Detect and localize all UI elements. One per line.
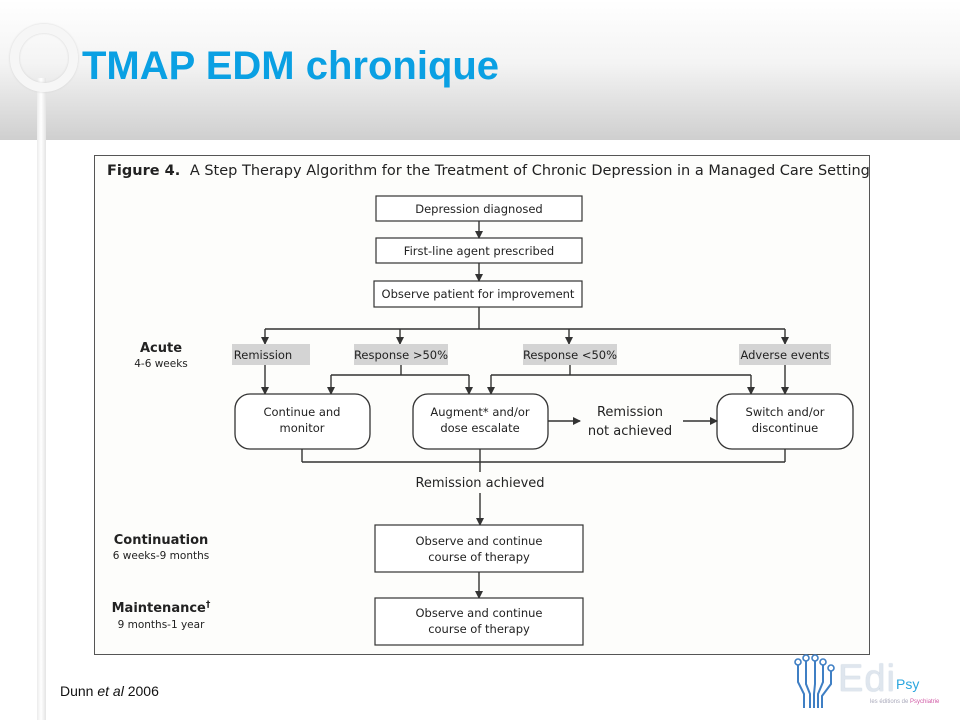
edipsy-logo: Edi Psy les éditions de Psychiatrie <box>790 652 950 712</box>
action-continue-line1: Continue and <box>263 405 340 419</box>
citation: Dunn et al 2006 <box>60 683 159 699</box>
logo-psy-text: Psy <box>896 676 920 692</box>
phase-continuation-label: Continuation <box>114 533 209 548</box>
citation-etal: et al <box>97 683 124 699</box>
decorative-vertical-line <box>37 78 46 720</box>
step-observe-text: Observe patient for improvement <box>382 287 575 301</box>
remission-not-achieved-line2: not achieved <box>588 424 672 439</box>
action-continue-line2: monitor <box>280 421 325 435</box>
phase-continuation-duration: 6 weeks-9 months <box>113 550 209 562</box>
outcome-remission-text: Remission <box>234 348 292 362</box>
phase-maintenance-label: Maintenance† <box>112 600 211 616</box>
outcome-response-lt50-text: Response <50% <box>523 348 617 362</box>
figure-label: Figure 4. <box>107 163 180 179</box>
flowchart-figure: Figure 4. A Step Therapy Algorithm for t… <box>94 155 870 655</box>
step-first-line-text: First-line agent prescribed <box>404 244 554 258</box>
phase-maintenance-duration: 9 months-1 year <box>118 619 205 631</box>
slide-title: TMAP EDM chronique <box>82 44 500 88</box>
maintenance-line2: course of therapy <box>428 622 530 636</box>
figure-caption: Figure 4. A Step Therapy Algorithm for t… <box>107 163 869 179</box>
outcome-adverse-text: Adverse events <box>740 348 829 362</box>
phase-acute-duration: 4-6 weeks <box>134 358 188 370</box>
remission-achieved-text: Remission achieved <box>415 476 544 491</box>
action-switch-line2: discontinue <box>752 421 819 435</box>
outcome-response-lt50 <box>523 344 617 365</box>
outcome-response-gt50 <box>354 344 448 365</box>
step-box-first-line <box>375 237 583 264</box>
citation-author: Dunn <box>60 683 94 699</box>
logo-tagline-b: Psychiatrie <box>910 699 940 705</box>
circuit-hands-icon <box>794 654 835 708</box>
phase-acute-label: Acute <box>140 341 182 356</box>
flowchart-svg: Figure 4. A Step Therapy Algorithm for t… <box>107 163 869 646</box>
continuation-line2: course of therapy <box>428 550 530 564</box>
maintenance-box <box>374 597 584 646</box>
outcome-adverse <box>739 344 831 365</box>
step-box-observe <box>373 280 583 308</box>
phase-maintenance-dagger: † <box>206 600 211 610</box>
decorative-ring-icon <box>10 24 78 92</box>
action-augment-line1: Augment* and/or <box>430 405 529 419</box>
phase-maintenance-name: Maintenance <box>112 601 206 616</box>
remission-not-achieved-line1: Remission <box>597 405 663 420</box>
header-band <box>0 0 960 140</box>
logo-edi-text: Edi <box>838 658 896 700</box>
continuation-line1: Observe and continue <box>416 534 543 548</box>
outcome-remission <box>232 344 310 365</box>
outcome-response-gt50-text: Response >50% <box>354 348 448 362</box>
action-augment-line2: dose escalate <box>440 421 519 435</box>
action-switch-line1: Switch and/or <box>746 405 825 419</box>
maintenance-line1: Observe and continue <box>416 606 543 620</box>
figure-caption-text: A Step Therapy Algorithm for the Treatme… <box>190 163 869 179</box>
step-diagnosed-text: Depression diagnosed <box>415 202 542 216</box>
citation-year: 2006 <box>127 683 159 699</box>
continuation-box <box>374 524 584 573</box>
logo-tagline: les éditions de Psychiatrie <box>870 699 939 705</box>
logo-tagline-a: les éditions de <box>870 699 909 705</box>
